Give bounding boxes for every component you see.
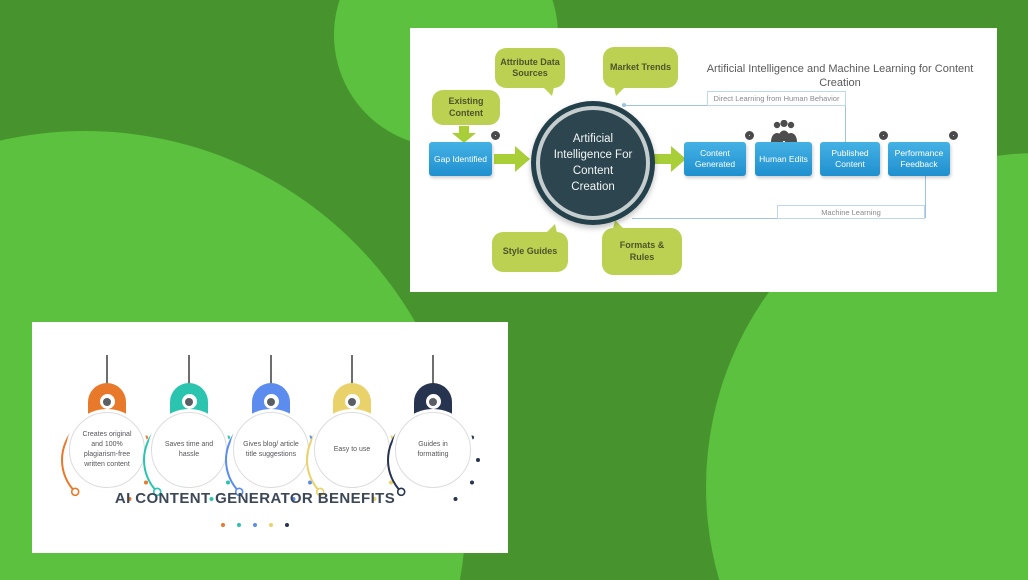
benefits-card: Creates original and 100% plagiarism-fre… bbox=[32, 322, 508, 553]
box-gap-identified: Gap Identified bbox=[429, 131, 500, 176]
benefit-label: Creates original and 100% plagiarism-fre… bbox=[69, 412, 145, 488]
dot-navy bbox=[285, 523, 289, 527]
box-published-content-label: Published Content bbox=[831, 148, 869, 169]
tag-grommet-icon bbox=[263, 394, 279, 409]
tag-grommet-icon bbox=[99, 394, 115, 409]
dot-yellow bbox=[269, 523, 273, 527]
direct-learning-line-dot bbox=[622, 103, 626, 107]
dot-teal bbox=[237, 523, 241, 527]
arrow-down-icon bbox=[452, 126, 476, 143]
direct-learning-label: Direct Learning from Human Behavior bbox=[707, 91, 846, 106]
benefit-tag-saves-time: Saves time and hassle bbox=[134, 355, 244, 506]
people-group-icon bbox=[771, 120, 797, 142]
benefit-tag-title-suggestions: Gives blog/ article title suggestions bbox=[216, 355, 326, 506]
box-performance-feedback: Performance Feedback bbox=[888, 131, 958, 176]
box-content-generated: Content Generated bbox=[684, 131, 754, 176]
machine-learning-label: Machine Learning bbox=[777, 205, 925, 219]
tag-grommet-icon bbox=[425, 394, 441, 409]
magnifier-ring-icon bbox=[491, 131, 500, 140]
benefits-title-dots bbox=[32, 514, 478, 532]
tag-string bbox=[432, 355, 434, 387]
bubble-existing-content: Existing Content bbox=[432, 90, 500, 125]
arrow-right-icon bbox=[494, 146, 530, 172]
benefit-tag-formatting: Guides in formatting bbox=[378, 355, 488, 506]
tag-string bbox=[188, 355, 190, 387]
tag-grommet-icon bbox=[181, 394, 197, 409]
benefit-label: Guides in formatting bbox=[395, 412, 471, 488]
benefit-label: Easy to use bbox=[314, 412, 390, 488]
bubble-market-trends: Market Trends bbox=[603, 47, 678, 96]
box-human-edits: Human Edits bbox=[755, 142, 812, 176]
machine-learning-line-vertical bbox=[925, 176, 926, 218]
benefit-label: Gives blog/ article title suggestions bbox=[233, 412, 309, 488]
box-content-generated-label: Content Generated bbox=[694, 148, 736, 169]
bubble-attribute-data-sources: Attribute Data Sources bbox=[495, 48, 565, 96]
bubble-formats-rules: Formats & Rules bbox=[602, 220, 682, 275]
ring-icon bbox=[745, 131, 754, 140]
dot-orange bbox=[221, 523, 225, 527]
tag-grommet-icon bbox=[344, 394, 360, 409]
box-performance-feedback-label: Performance Feedback bbox=[894, 148, 944, 169]
dot-blue bbox=[253, 523, 257, 527]
box-published-content: Published Content bbox=[820, 131, 888, 176]
box-human-edits-label: Human Edits bbox=[759, 153, 808, 164]
ai-central-circle: Artificial Intelligence For Content Crea… bbox=[531, 101, 655, 225]
ring-icon bbox=[879, 131, 888, 140]
diagram-title: Artificial Intelligence and Machine Lear… bbox=[706, 63, 974, 90]
arrow-right-icon bbox=[650, 146, 686, 172]
tag-string bbox=[106, 355, 108, 387]
ring-icon bbox=[949, 131, 958, 140]
tag-string bbox=[270, 355, 272, 387]
tag-string bbox=[351, 355, 353, 387]
benefits-title: AI CONTENT GENERATOR BENEFITS bbox=[114, 490, 396, 507]
ai-central-circle-label: Artificial Intelligence For Content Crea… bbox=[536, 106, 650, 220]
bubble-style-guides: Style Guides bbox=[492, 224, 568, 272]
ai-ml-diagram-card: Artificial Intelligence and Machine Lear… bbox=[410, 28, 997, 292]
benefit-tag-plagiarism-free: Creates original and 100% plagiarism-fre… bbox=[52, 355, 162, 506]
direct-learning-line-vertical bbox=[845, 105, 846, 142]
box-gap-identified-label: Gap Identified bbox=[434, 153, 487, 164]
benefit-label: Saves time and hassle bbox=[151, 412, 227, 488]
benefit-tag-easy-to-use: Easy to use bbox=[297, 355, 407, 506]
